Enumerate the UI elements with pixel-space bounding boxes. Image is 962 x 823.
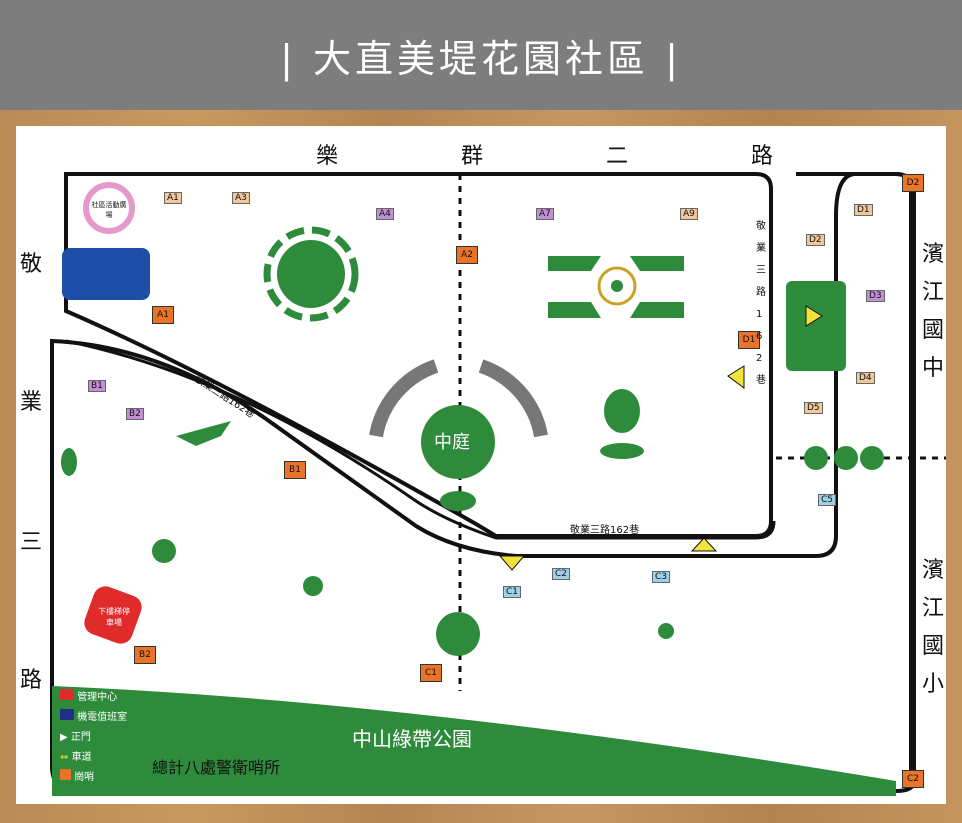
legend-power-swatch [60,709,74,720]
school-label-8: 小 [922,672,945,697]
school-label-5: 濱 [922,558,945,583]
unit-d2: D2 [806,234,825,246]
header-bar: | 大直美堤花園社區 | [0,0,962,110]
school-label-2: 江 [922,280,945,305]
legend-post-swatch [60,769,71,780]
courtyard-label: 中庭 [434,432,470,453]
unit-a1: A1 [164,192,182,204]
road-label-top-1: 樂 [316,144,339,169]
map-drawing [50,172,946,796]
school-label-1: 濱 [922,242,945,267]
unit-a2: A3 [232,192,250,204]
road-label-left-4: 路 [20,668,43,693]
road-label-left-3: 三 [20,530,43,555]
guard-post-a2: A2 [456,246,478,264]
unit-d1: D1 [854,204,873,216]
legend-drive-label: 車道 [71,752,92,763]
guard-post-c2: C2 [902,770,924,788]
park-label: 中山綠帶公園 [352,727,472,751]
guard-total-label: 總計八處警衛哨所 [152,758,281,777]
guard-post-d2: D2 [902,174,924,192]
road-label-left-1: 敬 [20,252,43,277]
legend-drive-icon: ⇔ [60,752,69,763]
unit-a9: A9 [680,208,698,220]
unit-c3: C3 [652,571,671,583]
road-label-top-4: 路 [751,144,774,169]
unit-b1: B1 [88,380,106,392]
unit-b2: B2 [126,408,144,420]
unit-d5: D5 [804,402,823,414]
road-162-bottom: 敬業三路162巷 [570,525,640,536]
unit-d4: D4 [856,372,875,384]
road-162-vertical: 敬業三路162巷 [756,221,766,386]
unit-a4: A4 [376,208,394,220]
page-title: | 大直美堤花園社區 | [280,37,682,81]
guard-post-b1: B1 [284,461,306,479]
unit-c5: C5 [818,494,837,506]
school-label-3: 國 [922,318,945,343]
unit-d3: D3 [866,290,885,302]
school-label-4: 中 [922,356,945,381]
map-canvas: 樂 群 二 路 敬 業 三 路 濱 江 國 中 濱 江 國 小 [16,126,946,804]
guard-post-b2: B2 [134,646,156,664]
road-label-top-2: 群 [461,144,484,169]
legend-power-label: 機電值班室 [77,712,128,723]
road-label-left-2: 業 [20,390,43,415]
guard-post-c1: C1 [420,664,442,682]
social-center-label: 社區活動廣場 [91,201,127,219]
unit-c1: C1 [503,586,522,598]
legend-mgmt-label: 管理中心 [77,692,118,703]
road-label-top-3: 二 [606,144,629,169]
school-label-6: 江 [922,596,945,621]
legend-mgmt-swatch [60,689,74,700]
parking-entry-label: 下樓梯停車場 [98,607,130,627]
legend-post-label: 崗哨 [74,772,95,783]
unit-c2: C2 [552,568,571,580]
guard-post-a1: A1 [152,306,174,324]
school-label-7: 國 [922,634,945,659]
unit-a7: A7 [536,208,554,220]
legend-gate-icon: ▶ [60,732,68,743]
guard-post-d1: D1 [738,331,760,349]
legend-gate-label: 正門 [70,732,91,743]
